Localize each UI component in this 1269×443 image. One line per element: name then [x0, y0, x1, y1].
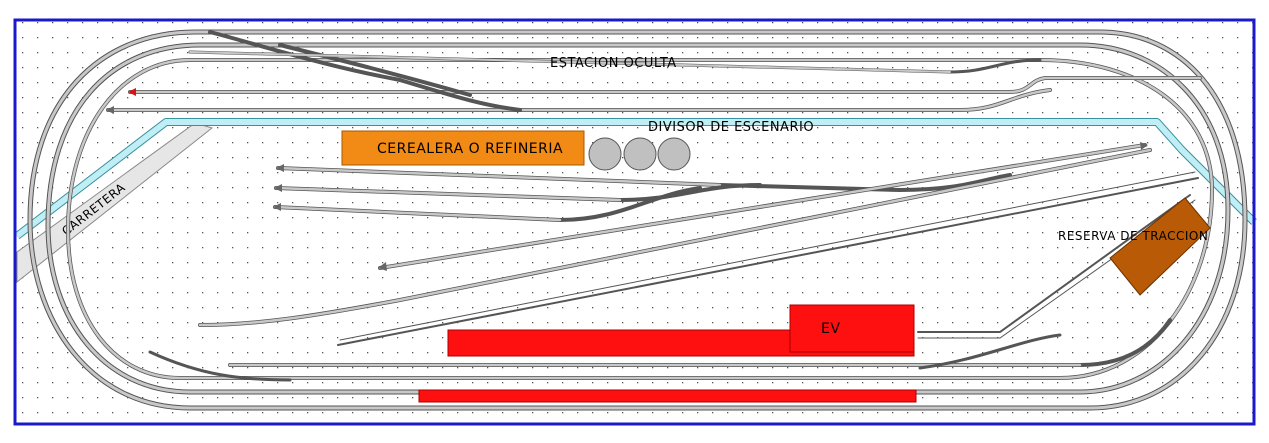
hidden-station-label: ESTACION OCULTA: [550, 56, 677, 71]
inner-loop: [65, 58, 1215, 380]
refinery-building: [341, 130, 585, 166]
lower-platform: [418, 389, 917, 403]
scene-divider-label: DIVISOR DE ESCENARIO: [648, 120, 814, 135]
ev-building: [789, 304, 915, 353]
buffer-stop-arrow-icon: [106, 106, 114, 114]
silo-icon: [623, 137, 657, 171]
buffer-stop-arrow-icon: [1140, 142, 1148, 150]
buffer-stop-arrow-icon: [274, 184, 282, 192]
buffer-stop-arrow-icon: [378, 262, 387, 271]
yard-tracks: [198, 143, 1199, 346]
buffer-stop-arrow-icon: [128, 88, 136, 96]
silos: [588, 137, 691, 171]
refinery-label: CEREALERA O REFINERIA: [377, 141, 563, 157]
middle-loop: [45, 42, 1231, 395]
buffer-stop-arrow-icon: [276, 164, 284, 172]
grid-background: [15, 20, 1254, 424]
traction-depot: [1109, 197, 1211, 296]
outer-loop: [27, 29, 1248, 411]
tracks: [27, 29, 1248, 411]
silo-icon: [657, 137, 691, 171]
ev-label: EV: [821, 321, 840, 337]
plan-border: [13, 18, 1256, 426]
buffer-stop-arrow-icon: [273, 203, 281, 211]
road: [16, 122, 214, 284]
hidden-station-sidings: [106, 30, 1202, 112]
scene-divider-fill: [15, 119, 1257, 239]
silo-icon: [588, 137, 622, 171]
traction-reserve-label: RESERVA DE TRACCION: [1058, 229, 1208, 243]
